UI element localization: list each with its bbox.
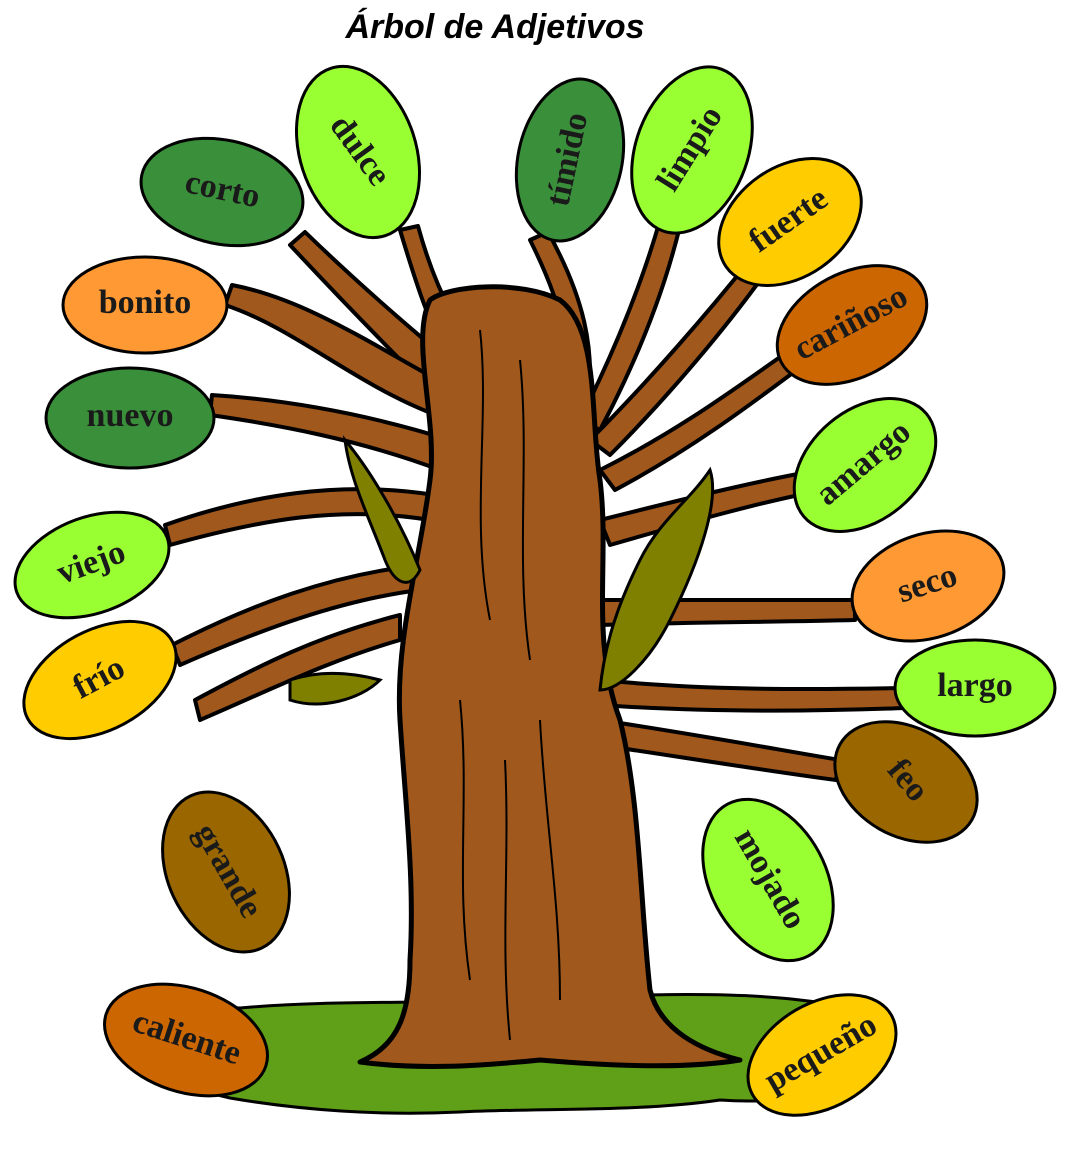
leaf-fuerte[interactable]: fuerte	[695, 132, 886, 312]
leaf-label: nuevo	[87, 397, 174, 434]
trunk-texture	[459, 329, 561, 1041]
leaf-shape	[792, 397, 938, 533]
leaf-shape	[44, 366, 216, 470]
leaf-dulce[interactable]: dulce	[276, 50, 441, 253]
leaf-caliente[interactable]: caliente	[90, 965, 282, 1116]
leaf-shape	[717, 157, 863, 287]
leaf-shape	[833, 720, 979, 844]
leaf-group: dulce corto tímido limpio fuerte bonito …	[0, 50, 1057, 1140]
tree-branches	[163, 218, 907, 782]
leaf-pequeno[interactable]: pequeño	[727, 970, 918, 1140]
leaf-nuevo[interactable]: nuevo	[44, 366, 216, 470]
page-title: Árbol de Adjetivos	[345, 8, 645, 46]
leaf-frio[interactable]: frío	[4, 597, 196, 762]
leaf-shape	[161, 790, 291, 954]
leaf-shape	[850, 529, 1006, 643]
leaf-shape	[893, 638, 1057, 738]
leaf-shape	[61, 255, 229, 355]
leaf-shape	[103, 982, 269, 1098]
leaf-viejo[interactable]: viejo	[0, 493, 183, 638]
leaf-mojado[interactable]: mojado	[676, 777, 859, 983]
leaf-largo[interactable]: largo	[893, 638, 1057, 738]
leaf-shape	[630, 65, 754, 235]
leaf-label: largo	[937, 667, 1013, 704]
leaf-shape	[13, 510, 171, 620]
leaf-amargo[interactable]: amargo	[768, 371, 961, 558]
leaf-shape	[701, 797, 835, 963]
leaf-limpio[interactable]: limpio	[610, 50, 774, 250]
leaf-feo[interactable]: feo	[813, 697, 999, 867]
leaf-grande[interactable]: grande	[138, 771, 314, 972]
leaf-shape	[775, 264, 929, 386]
leaf-shape	[746, 993, 898, 1117]
leaf-seco[interactable]: seco	[838, 512, 1019, 659]
leaf-carinoso[interactable]: cariñoso	[757, 242, 947, 409]
trunk-shadows	[288, 435, 715, 706]
leaf-shape	[22, 619, 178, 741]
leaf-corto[interactable]: corto	[131, 124, 313, 260]
leaf-timido[interactable]: tímido	[502, 69, 638, 251]
leaf-shape	[514, 77, 626, 243]
tree-trunk	[357, 284, 743, 1069]
leaf-bonito[interactable]: bonito	[61, 255, 229, 355]
leaf-label: bonito	[99, 284, 192, 321]
leaf-shape	[139, 136, 305, 248]
